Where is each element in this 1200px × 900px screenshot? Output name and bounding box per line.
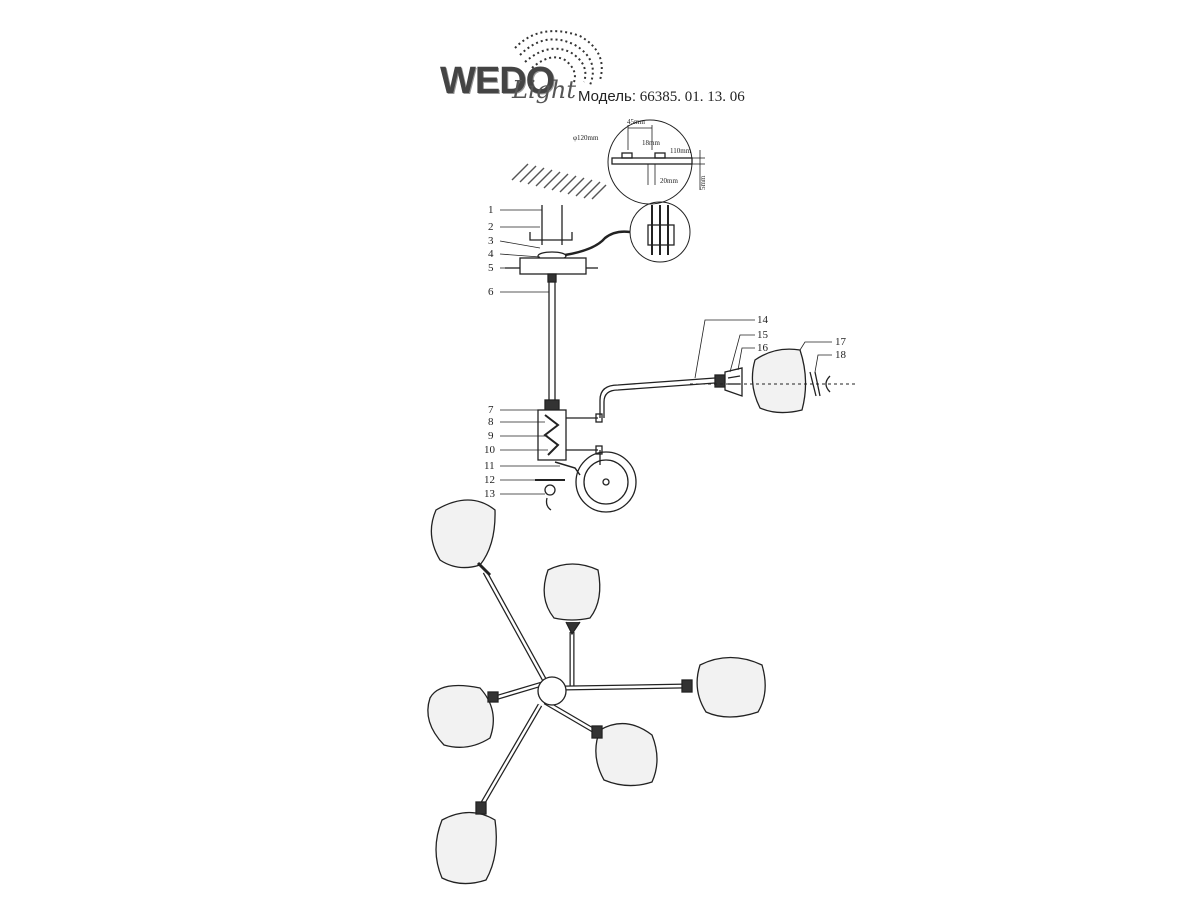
model-number: 66385. 01. 13. 06 <box>639 89 745 105</box>
callout-15: 15 <box>757 329 769 341</box>
chandelier-shade-3 <box>681 656 766 718</box>
callout-numbers: 1 2 3 4 5 6 7 8 9 10 11 12 13 14 15 16 1… <box>484 204 847 500</box>
dimension-labels: φ120mm 45mm 18mm 110mm 20mm 5mm <box>573 118 707 190</box>
callout-13: 13 <box>484 488 496 500</box>
callout-16: 16 <box>757 342 769 354</box>
callout-5: 5 <box>488 262 494 274</box>
shade-assembly <box>690 348 855 414</box>
chandelier-shade-2 <box>543 563 601 636</box>
chandelier-shade-1 <box>430 499 496 577</box>
ceiling-hatch <box>511 163 607 200</box>
dim-45: 45mm <box>627 118 645 126</box>
callout-3: 3 <box>488 235 494 247</box>
hub-assembly <box>535 399 603 511</box>
model-label: Модель: <box>578 88 637 105</box>
terminal-block-detail <box>629 201 691 263</box>
chandelier-shade-4 <box>427 684 499 748</box>
brand-logo-sub: Light <box>512 76 577 104</box>
chandelier-shade-5 <box>591 723 658 787</box>
callout-12: 12 <box>484 474 495 486</box>
dim-20: 20mm <box>660 177 678 185</box>
mounting-bracket-detail <box>607 119 705 205</box>
callout-6: 6 <box>488 286 494 298</box>
callout-leaders-left <box>499 209 560 495</box>
dim-5: 5mm <box>699 175 707 190</box>
callout-2: 2 <box>488 221 494 233</box>
model-caption: Модель: 66385. 01. 13. 06 <box>578 88 745 106</box>
callout-17: 17 <box>835 336 847 348</box>
dim-110: 110mm <box>670 147 692 155</box>
callout-18: 18 <box>835 349 847 361</box>
arm-assembly <box>575 377 716 513</box>
callout-leaders-right <box>694 319 832 379</box>
callout-8: 8 <box>488 416 494 428</box>
callout-1: 1 <box>488 204 494 216</box>
dim-diameter: φ120mm <box>573 134 599 142</box>
callout-11: 11 <box>484 460 495 472</box>
callout-10: 10 <box>484 444 496 456</box>
callout-14: 14 <box>757 314 769 326</box>
callout-4: 4 <box>488 248 494 260</box>
canopy-assembly <box>505 205 631 400</box>
assembled-chandelier <box>427 499 766 885</box>
callout-7: 7 <box>488 404 494 416</box>
callout-9: 9 <box>488 430 494 442</box>
logo-swirl <box>514 30 603 86</box>
chandelier-shade-6 <box>435 801 497 885</box>
brand-logo-word: WEDO <box>440 60 555 102</box>
dim-18: 18mm <box>642 139 660 147</box>
